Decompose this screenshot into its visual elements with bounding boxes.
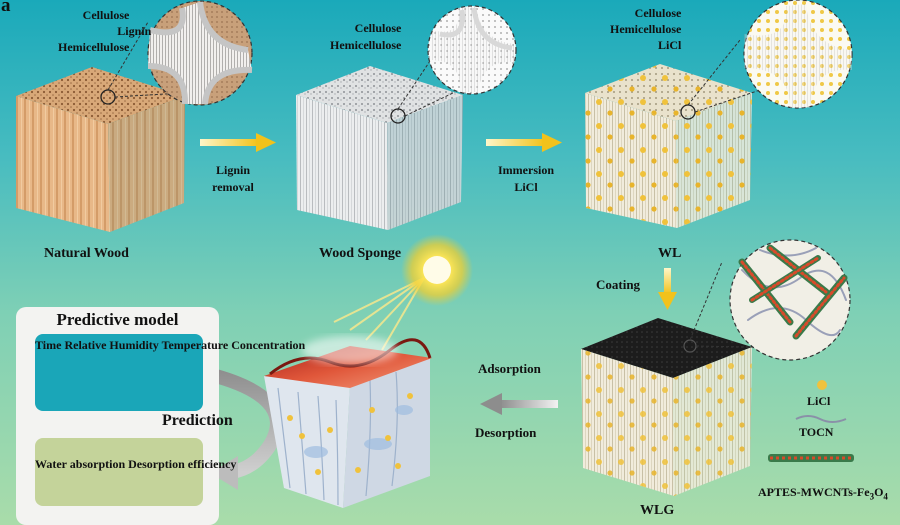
label-wlg: WLG: [640, 503, 675, 518]
panel-letter: a: [1, 0, 11, 16]
arrow-coating: [658, 268, 677, 310]
zoom-label-lignin: Lignin: [117, 24, 152, 38]
natural-zoom-labels: Cellulose Lignin Hemicellulose: [58, 7, 151, 55]
arrow-immersion: [486, 133, 562, 152]
label-immersion-licl: Immersion LiCl: [498, 163, 554, 194]
zoom-label-hemicellulose: Hemicellulose: [610, 22, 682, 36]
natural-zoom-inset: [147, 0, 253, 106]
legend-aptes-icon: [768, 454, 854, 462]
model-inputs: Time Relative Humidity Temperature Conce…: [35, 337, 305, 355]
wl-cube: [585, 39, 761, 228]
zoom-label-hemicellulose: Hemicellulose: [330, 38, 402, 52]
legend-aptes-label: APTES-MWCNTs-Fe3O4: [758, 485, 888, 502]
label-desorption: Desorption: [475, 425, 537, 440]
label-wl: WL: [658, 246, 682, 261]
label-natural-wood: Natural Wood: [44, 246, 129, 261]
zoom-label-cellulose: Cellulose: [634, 6, 682, 20]
label-coating: Coating: [596, 277, 641, 292]
zoom-label-cellulose: Cellulose: [82, 8, 130, 22]
sun-icon: [333, 234, 473, 351]
legend-licl-icon: [817, 380, 827, 390]
model-outputs-box: [35, 438, 203, 506]
model-inputs-box: [35, 334, 203, 411]
wl-zoom-inset: [743, 0, 853, 109]
predictive-model-title: Predictive model: [56, 310, 179, 329]
input-time: Time: [35, 338, 62, 352]
label-adsorption: Adsorption: [478, 361, 541, 376]
sponge-zoom-labels: Cellulose Hemicellulose: [330, 20, 401, 54]
wl-zoom-labels: Cellulose Hemicellulose LiCl: [610, 5, 681, 53]
arrow-adsorption-desorption: [480, 393, 558, 415]
arrow-lignin-removal: [200, 133, 276, 152]
zoom-label-hemicellulose: Hemicellulose: [58, 40, 130, 54]
zoom-label-licl: LiCl: [657, 38, 682, 52]
input-relative-humidity: Relative Humidity: [64, 338, 159, 352]
label-wood-sponge: Wood Sponge: [319, 246, 402, 261]
legend-tocn-icon: [795, 415, 847, 423]
wood-sponge-cube: [296, 57, 463, 230]
legend-licl-label: LiCl: [807, 394, 831, 408]
sponge-zoom-inset: [427, 5, 517, 95]
natural-wood-cube: [16, 21, 199, 232]
heated-block: [264, 336, 432, 508]
wlg-cube: [581, 261, 801, 496]
label-lignin-removal: Lignin removal: [212, 163, 254, 194]
label-prediction: Prediction: [162, 412, 233, 429]
model-outputs: Water absorption Desorption efficiency: [35, 455, 236, 473]
legend-tocn-label: TOCN: [799, 425, 834, 439]
output-desorption-efficiency: Desorption efficiency: [128, 457, 237, 471]
output-water-absorption: Water absorption: [35, 457, 126, 471]
input-temperature: Temperature: [161, 338, 229, 352]
zoom-label-cellulose: Cellulose: [354, 21, 402, 35]
input-concentration: Concentration: [231, 338, 306, 352]
arrow-prediction-curve: [198, 365, 284, 490]
wlg-zoom-inset: [729, 239, 851, 361]
